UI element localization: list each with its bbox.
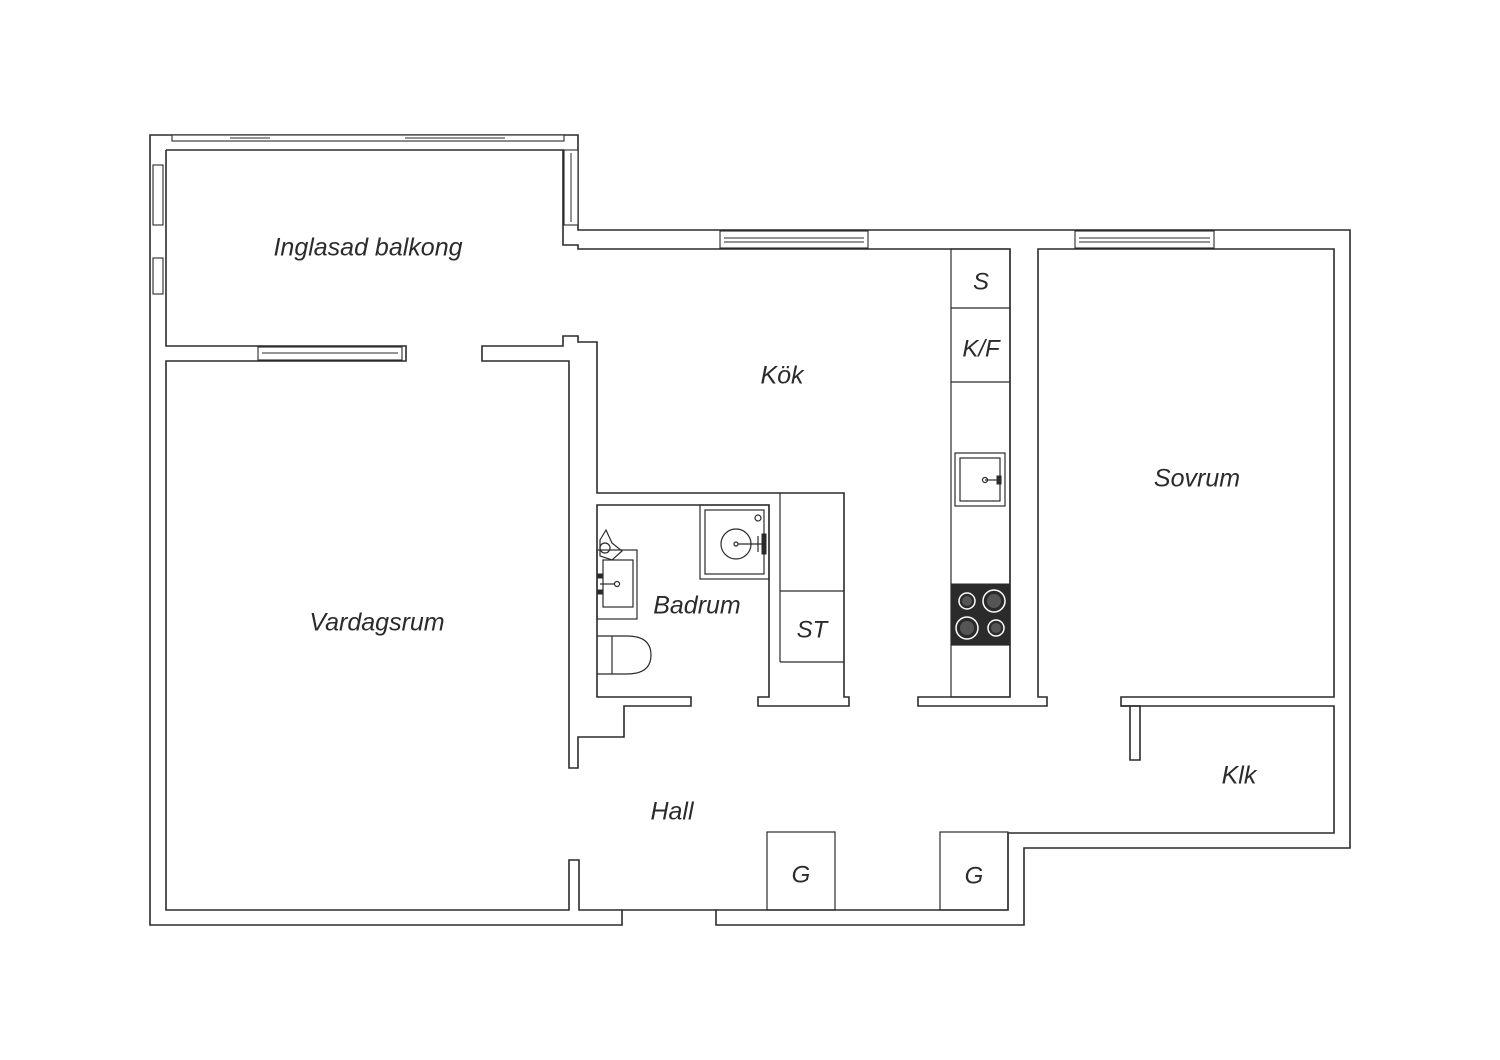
window-kitchen bbox=[719, 230, 869, 249]
fixture-label-st: ST bbox=[797, 616, 830, 643]
balcony-partition bbox=[481, 335, 850, 769]
inner-wall-left bbox=[165, 150, 622, 911]
klk-wall bbox=[1121, 705, 1141, 761]
room-label-hall: Hall bbox=[650, 798, 695, 826]
stove-icon bbox=[950, 583, 1011, 646]
room-label-closet: Klk bbox=[1222, 762, 1258, 790]
fixture-label-g2: G bbox=[965, 862, 984, 889]
room-label-living: Vardagsrum bbox=[309, 609, 444, 637]
sink-icon bbox=[954, 452, 1006, 507]
room-label-balcony: Inglasad balkong bbox=[273, 234, 462, 262]
room-label-bathroom: Badrum bbox=[653, 592, 741, 620]
room-label-bedroom: Sovrum bbox=[1154, 465, 1240, 493]
toilet-icon bbox=[597, 635, 652, 675]
outer-walls bbox=[149, 134, 1351, 926]
inner-wall-outline bbox=[166, 149, 1335, 911]
fixture-labels: S K/F ST G G bbox=[792, 268, 1001, 889]
wardrobes bbox=[766, 831, 1009, 911]
storage-closet bbox=[779, 493, 844, 663]
shower-icon bbox=[699, 504, 770, 580]
room-label-kitchen: Kök bbox=[760, 362, 805, 390]
fixture-label-s: S bbox=[973, 268, 989, 295]
fixture-label-kf: K/F bbox=[962, 335, 1001, 362]
window-bedroom bbox=[1074, 230, 1215, 249]
outer-wall-outline bbox=[149, 134, 1351, 926]
window-balcony-left-1 bbox=[152, 164, 164, 226]
window-balcony-left-2 bbox=[152, 257, 164, 295]
room-labels: Inglasad balkong Kök Sovrum Vardagsrum B… bbox=[273, 234, 1257, 826]
washbasin-icon bbox=[596, 528, 638, 620]
fixture-label-g1: G bbox=[792, 861, 811, 888]
window-balcony-top bbox=[171, 134, 565, 142]
windows bbox=[152, 134, 1215, 361]
